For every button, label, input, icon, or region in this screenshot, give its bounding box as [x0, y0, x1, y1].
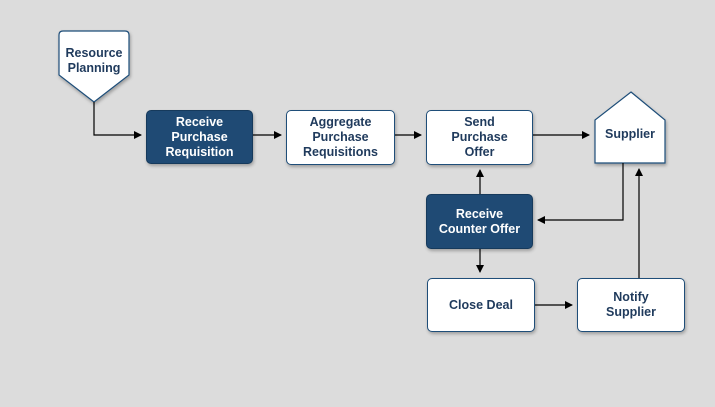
resource-planning-label: Resource Planning — [65, 46, 123, 75]
connector-supplier-to-counter-offer — [537, 163, 624, 224]
close-deal-label: Close Deal — [449, 297, 513, 312]
supplier-label: Supplier — [604, 127, 655, 141]
connector-planning-to-requisition — [93, 102, 142, 139]
supplier-shape — [594, 91, 666, 164]
receive-purchase-requisition-node[interactable]: Receive Purchase Requisition — [146, 110, 253, 164]
send-purchase-offer-label: Send Purchase Offer — [451, 115, 508, 159]
aggregate-purchase-requisitions-label: Aggregate Purchase Requisitions — [302, 115, 378, 159]
send-purchase-offer-node[interactable]: Send Purchase Offer — [426, 110, 533, 165]
aggregate-purchase-requisitions-node[interactable]: Aggregate Purchase Requisitions — [286, 110, 395, 165]
receive-counter-offer-label: Receive Counter Offer — [438, 206, 521, 236]
close-deal-node[interactable]: Close Deal — [427, 278, 535, 332]
receive-counter-offer-node[interactable]: Receive Counter Offer — [426, 194, 533, 249]
resource-planning-shape — [58, 30, 130, 103]
receive-purchase-requisition-label: Receive Purchase Requisition — [165, 114, 234, 159]
notify-supplier-label: Notify Supplier — [605, 290, 656, 319]
notify-supplier-node[interactable]: Notify Supplier — [577, 278, 685, 332]
